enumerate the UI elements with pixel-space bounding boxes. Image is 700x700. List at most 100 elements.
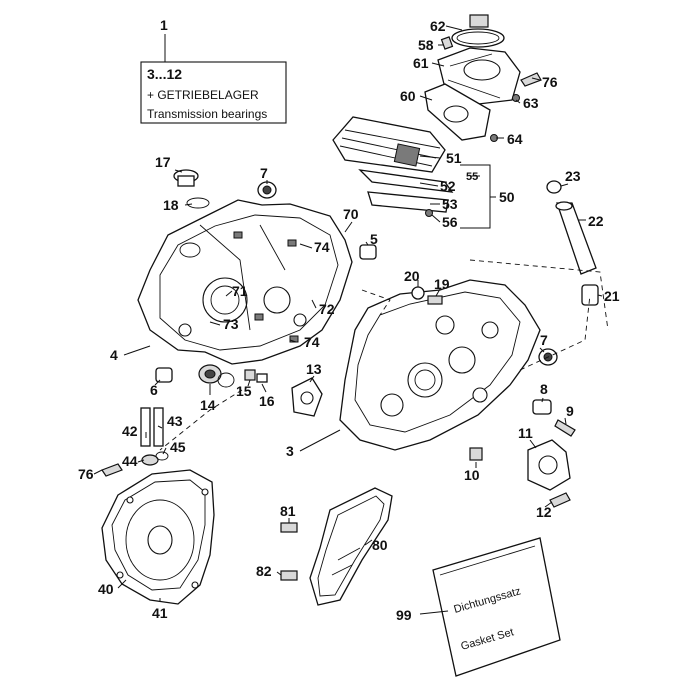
- clamp-screw-housing: [469, 14, 489, 28]
- left-case-stud-2: [287, 239, 297, 247]
- right-case-bore-a: [407, 362, 443, 398]
- label-45: 45: [170, 439, 186, 455]
- label-80: 80: [372, 537, 388, 553]
- clutch-cover-rim: [111, 479, 206, 591]
- right-case-bore-d: [380, 393, 404, 417]
- label-1: 1: [160, 17, 168, 33]
- leader-lines: [93, 25, 603, 615]
- intake-manifold-assembly: [332, 14, 542, 229]
- leader-11: [529, 439, 537, 449]
- gasket-13: [291, 377, 323, 417]
- label-74b: 74: [304, 334, 320, 350]
- leader-18: [184, 203, 193, 206]
- label-53: 53: [442, 196, 458, 212]
- label-52: 52: [440, 178, 456, 194]
- leader-15: [247, 379, 251, 387]
- leader-61: [431, 62, 445, 67]
- oil-filler-plug: [173, 169, 210, 209]
- right-case-flange: [354, 291, 521, 433]
- label-41: 41: [152, 605, 168, 621]
- left-case-boss-a: [179, 242, 201, 258]
- leader-12: [544, 501, 553, 508]
- leader-13: [309, 375, 315, 383]
- right-case-bore-e: [481, 321, 499, 339]
- reed-petal-part: [393, 143, 421, 167]
- seal-14-bore: [204, 369, 216, 379]
- bolt-76-part: [520, 72, 542, 87]
- left-crankcase-half: [137, 199, 353, 365]
- dash-line-b: [519, 294, 591, 371]
- o-ring-18-part: [186, 197, 210, 209]
- chain-guard: [280, 487, 393, 606]
- plug-16-part: [256, 373, 268, 383]
- leader-80: [364, 539, 373, 546]
- leader-16: [261, 383, 267, 393]
- label-23: 23: [565, 168, 581, 184]
- plug-20-part: [411, 286, 425, 300]
- plug-15-part: [244, 369, 256, 381]
- screw-56-part: [425, 209, 433, 217]
- reed-block-part: [332, 116, 446, 173]
- leader-6: [154, 379, 161, 386]
- left-case-webs: [199, 224, 286, 331]
- left-case-stud-1: [233, 231, 243, 239]
- left-case-stud-4: [289, 335, 299, 343]
- label-40: 40: [98, 581, 114, 597]
- label-81: 81: [280, 503, 296, 519]
- label-12: 12: [536, 504, 552, 520]
- clutch-cover-center: [147, 525, 173, 555]
- callout-numbers: 62 58 61 76 60 63 64 51 55 52 50 53 56 1…: [78, 18, 620, 623]
- right-case-bore-f: [472, 387, 488, 403]
- leader-70: [344, 221, 353, 233]
- seal-14-ring: [217, 372, 235, 388]
- reed-plate-part: [358, 169, 454, 193]
- label-getriebelager: + GETRIEBELAGER: [147, 88, 259, 102]
- dowel-pins: [140, 407, 169, 466]
- leader-72: [311, 299, 317, 309]
- left-case-stud-3: [254, 313, 264, 321]
- leader-73: [209, 321, 221, 326]
- label-3-12: 3...12: [147, 66, 182, 82]
- bolt-12-part: [549, 492, 571, 508]
- leader-76a: [531, 77, 541, 81]
- leader-45: [162, 447, 167, 455]
- assembly-guide-lines: [159, 259, 609, 451]
- label-7b: 7: [540, 332, 548, 348]
- leader-23: [560, 183, 569, 187]
- label-6: 6: [150, 382, 158, 398]
- left-case-boss-b: [293, 313, 307, 327]
- leader-5: [365, 241, 369, 246]
- ring-45-part: [155, 451, 169, 461]
- dash-line-c: [361, 289, 391, 316]
- leader-17: [174, 169, 183, 173]
- label-70: 70: [343, 206, 359, 222]
- label-13: 13: [306, 361, 322, 377]
- left-case-boss-c: [178, 323, 192, 337]
- clutch-cover-hole-2: [201, 488, 209, 496]
- leader-52: [419, 182, 439, 187]
- intake-flange-bore: [443, 105, 469, 123]
- leader-56: [431, 214, 441, 223]
- leader-8: [541, 397, 544, 403]
- clutch-cover-hole-3: [191, 581, 199, 589]
- label-72: 72: [319, 301, 335, 317]
- bearing-6-part: [155, 367, 173, 383]
- label-16: 16: [259, 393, 275, 409]
- gasket-bag-outline: [432, 537, 561, 677]
- dowel-42-part: [140, 407, 151, 447]
- label-transmission-bearings: Transmission bearings: [147, 107, 267, 121]
- right-case-bore-b: [448, 346, 476, 374]
- reed-gasket-part: [367, 191, 449, 213]
- bottom-left-small-parts: [155, 364, 268, 388]
- label-99: 99: [396, 607, 412, 623]
- screw-58-part: [440, 36, 454, 50]
- intake-boot-ribs: [447, 53, 501, 99]
- label-10: 10: [464, 467, 480, 483]
- bearing-7-top: [257, 181, 277, 199]
- washer-63-part: [512, 94, 520, 102]
- label-22: 22: [588, 213, 604, 229]
- clutch-cover-dome: [125, 499, 195, 581]
- left-case-shaft-bore: [263, 286, 291, 314]
